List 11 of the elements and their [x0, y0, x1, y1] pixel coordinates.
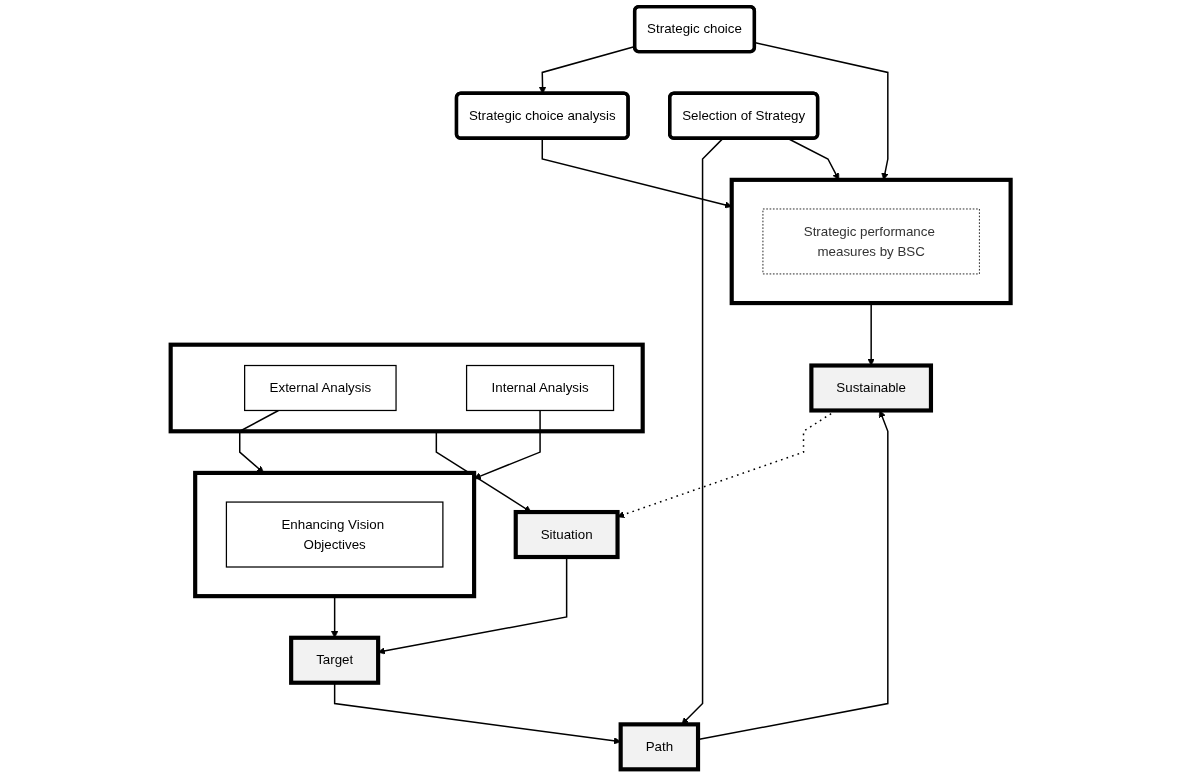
node-box: Sustainable [809, 363, 933, 413]
node-box: Situation [513, 509, 620, 560]
node-box: Strategic performance measures by BSC [762, 208, 980, 275]
node-box: Enhancing Vision Objectives [225, 501, 444, 568]
node-box: Target [288, 635, 381, 685]
cluster [729, 177, 1013, 306]
node-box: External Analysis [243, 364, 397, 412]
cluster [192, 470, 477, 599]
node-box: Internal Analysis [465, 364, 615, 412]
node-box: Path [618, 722, 700, 772]
cluster [168, 342, 645, 434]
